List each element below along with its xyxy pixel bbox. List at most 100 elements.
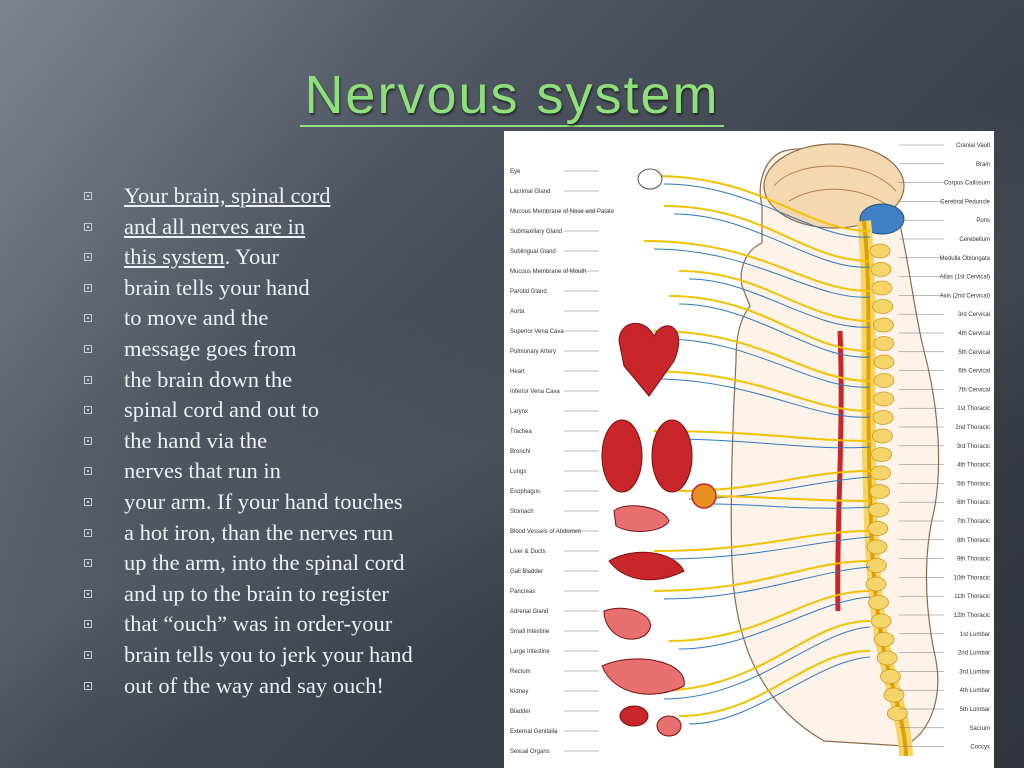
vessel-branch [663,536,871,560]
bullet-item: that “ouch” was in order-your [84,609,504,640]
vertebra [871,447,892,462]
eye-organ [637,168,663,190]
right-anatomy-label: 5th Cervical [958,350,990,356]
left-organ-label: Small Intestine [510,629,550,635]
vertebra [868,595,889,610]
aorta-line [835,330,844,612]
left-organ-label: Superior Vena Cava [510,329,564,335]
vertebra [866,539,888,555]
bullet-item: nerves that run in [84,456,504,487]
vertebra [876,650,898,666]
right-anatomy-label: 2nd Thoracic [955,425,990,431]
right-anatomy-label: 3rd Cervical [958,312,990,318]
bullet-item: message goes from [84,334,504,365]
right-anatomy-label: Brain [976,162,990,168]
left-lung-organ [601,419,643,493]
nerve-branch [653,620,871,692]
bullet-item: to move and the [84,303,504,334]
bullet-item: the hand via the [84,426,504,457]
vertebra [865,576,887,592]
vertebra [883,687,905,703]
right-anatomy-label: 5th Lumbar [960,707,990,713]
vertebra [869,484,890,499]
bullet-marker-icon [84,222,92,231]
bullet-link[interactable]: this system [124,244,225,270]
bullet-marker-icon [84,650,92,659]
right-anatomy-label: 4th Thoracic [957,463,990,469]
vertebra [870,262,892,277]
vessel-branch [673,213,871,268]
left-organ-label: Trachea [510,429,532,435]
vertebra [880,669,901,684]
stomach-organ [613,505,670,532]
bullet-item: your arm. If your hand touches [84,487,504,518]
right-anatomy-label: 7th Thoracic [957,519,990,525]
left-organ-label: Adrenal Gland [510,609,548,615]
left-organ-label: External Genitalia [510,729,558,735]
vertebra [866,558,887,573]
bullet-text: brain tells you to jerk your hand [124,641,413,667]
left-organ-label: Mucous Membrane of Nose and Palate [510,209,615,215]
right-anatomy-label: 4th Lumbar [960,688,990,694]
right-anatomy-label: Corpus Callosum [944,181,990,187]
vertebra [872,410,894,425]
bullet-link[interactable]: Your brain, spinal cord [124,183,331,208]
right-anatomy-label: Coccyx [970,745,990,751]
vessel-branch [663,626,871,700]
bullet-list: Your brain, spinal cord and all nerves ar… [84,181,504,701]
right-anatomy-label: Cranial Vault [956,143,990,149]
right-anatomy-label: Axis (2nd Cervical) [940,293,990,299]
kidney-organ [619,705,649,727]
left-organ-label: Stomach [510,509,534,515]
organs-group [601,168,693,737]
right-anatomy-label: Cerebral Peduncle [940,199,990,205]
bullet-text: message goes from [124,335,297,361]
bullet-link[interactable]: and all nerves are in [124,213,306,239]
left-organ-label: Submaxillary Gland [510,229,562,235]
nerve-branches [643,175,871,725]
vertebra [868,502,889,518]
bullet-marker-icon [84,589,92,598]
left-organ-label: Gall Bladder [510,569,543,575]
bullet-item: spinal cord and out to [84,395,504,426]
right-anatomy-label: 6th Cervical [958,369,990,375]
left-organ-label: Bronchi [510,449,530,455]
bullet-item: the brain down the [84,365,504,396]
right-anatomy-label: 1st Lumbar [960,632,990,638]
vertebra [869,243,891,259]
bullet-marker-icon [84,497,92,506]
bladder-organ [656,715,682,737]
left-organ-label: Rectum [510,669,531,675]
vessel-branch [678,303,871,358]
bullet-marker-icon [84,559,92,568]
bullet-marker-icon [84,283,92,292]
right-anatomy-label: 10th Thoracic [954,575,990,581]
vertebra [872,317,894,333]
nerve-branch [643,240,871,292]
nerve-branch [668,295,871,352]
bullet-text: up the arm, into the spinal cord [124,550,405,576]
pancreas-organ [603,607,651,640]
left-organ-label: Blood Vessels of Abdomen [510,529,581,535]
right-anatomy-label: 3rd Lumbar [959,669,990,675]
right-anatomy-label: Medulla Oblongata [940,256,991,262]
vertebra [871,428,893,444]
vertebra [870,613,892,629]
left-organ-label: Heart [510,369,525,375]
bullet-text: the brain down the [124,366,293,392]
vertebra [873,391,895,407]
right-anatomy-label: 5th Thoracic [957,481,990,487]
bullet-item: brain tells you to jerk your hand [84,640,504,671]
left-organ-label: Larynx [510,409,528,415]
bullet-marker-icon [84,344,92,353]
bullet-marker-icon [84,681,92,690]
slide-title: Nervous system [0,64,1024,127]
bullet-text: a hot iron, than the nerves run [124,519,394,545]
left-organ-label: Mucous Membrane of Mouth [510,269,586,275]
vertebra [872,299,894,314]
vertebra [871,280,893,296]
nerve-branch [653,330,871,382]
vessel-branch [663,566,871,600]
bullet-marker-icon [84,253,92,262]
